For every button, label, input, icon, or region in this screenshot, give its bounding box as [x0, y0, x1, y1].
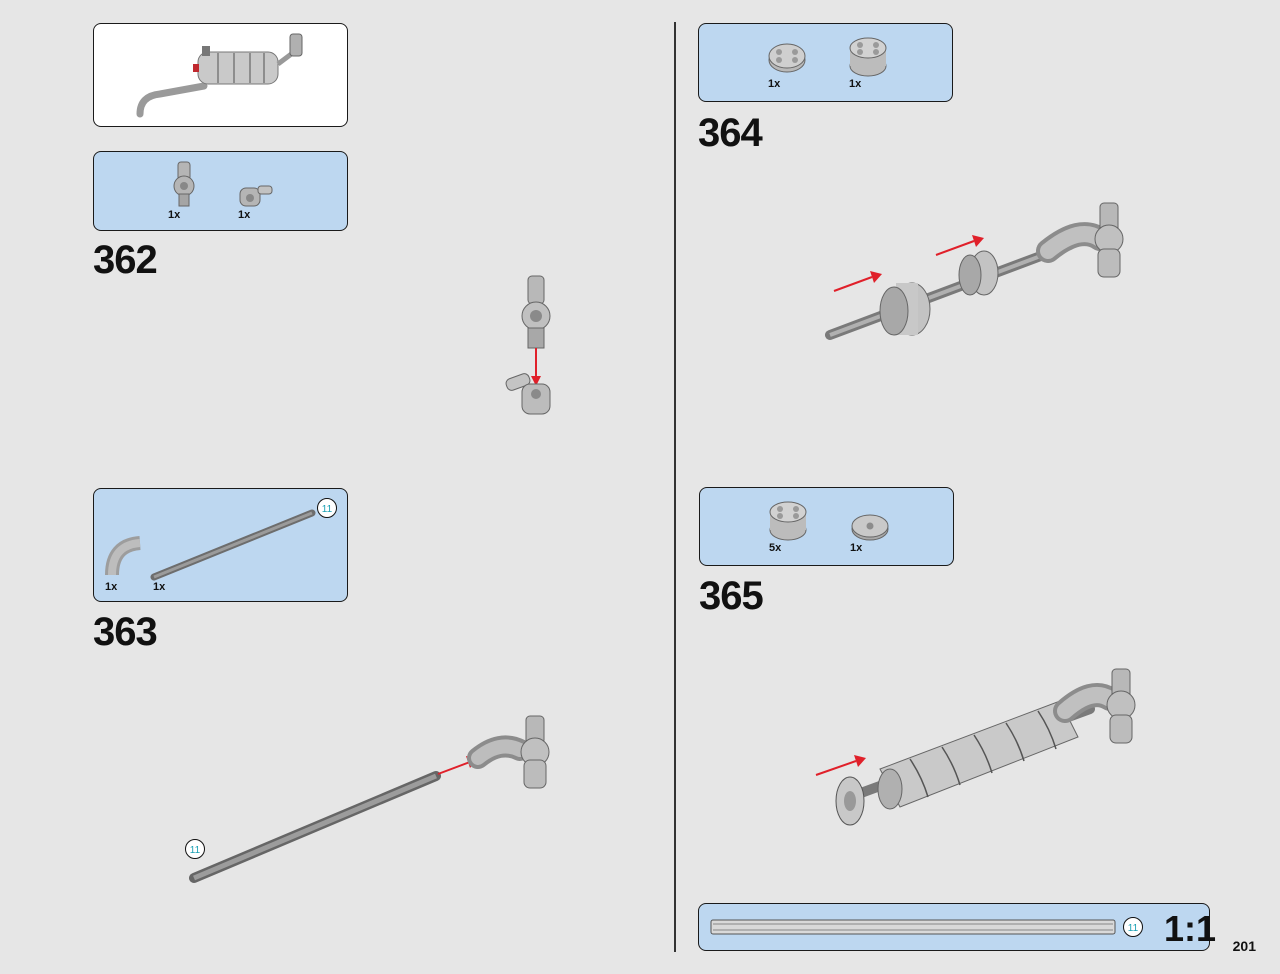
step-number-362: 362 — [93, 238, 158, 282]
axle-length-label: 11 — [1128, 923, 1139, 934]
submodel-callout — [93, 23, 348, 127]
step-number-363: 363 — [93, 610, 158, 654]
part-qty: 1x — [849, 78, 862, 90]
parts-panel-362: 1x 1x — [93, 151, 348, 231]
scale-label: 1:1 — [1163, 908, 1216, 949]
axle-length-label: 11 — [190, 845, 201, 856]
round-brick-icon — [769, 501, 807, 541]
part-qty: 1x — [153, 581, 166, 593]
round-plate-icon — [768, 43, 806, 73]
part-qty: 1x — [850, 542, 863, 554]
parts-panel-365: 5x 1x — [699, 487, 954, 566]
parts-panel-363: 1x 11 1x — [93, 488, 348, 602]
part-qty: 5x — [769, 542, 782, 554]
ruler-axle-11-icon: 11 — [710, 917, 1143, 937]
curved-tube-icon — [105, 536, 141, 576]
axle-11-icon — [150, 509, 316, 581]
step-364-assembly — [825, 202, 1124, 340]
length-badge-icon: 11 — [317, 498, 337, 518]
part-qty: 1x — [768, 78, 781, 90]
parts-panel-364: 1x 1x — [698, 23, 953, 102]
step-365-assembly — [815, 668, 1136, 826]
ruler-panel: 11 — [698, 903, 1210, 951]
part-qty: 1x — [105, 581, 118, 593]
axle-length-label: 11 — [322, 504, 333, 515]
page-number: 201 — [1232, 938, 1256, 954]
axle-connector-icon — [173, 161, 195, 207]
part-qty: 1x — [168, 209, 181, 221]
pin-connector-icon — [239, 185, 273, 207]
muffler-submodel-icon — [136, 33, 303, 118]
step-number-365: 365 — [699, 574, 764, 618]
part-qty: 1x — [238, 209, 251, 221]
page-divider — [674, 22, 676, 952]
step-number-364: 364 — [698, 111, 763, 155]
step-362-assembly — [505, 275, 551, 415]
step-363-assembly: 11 — [185, 715, 550, 883]
round-tile-icon — [851, 514, 889, 541]
round-brick-icon — [849, 37, 887, 77]
